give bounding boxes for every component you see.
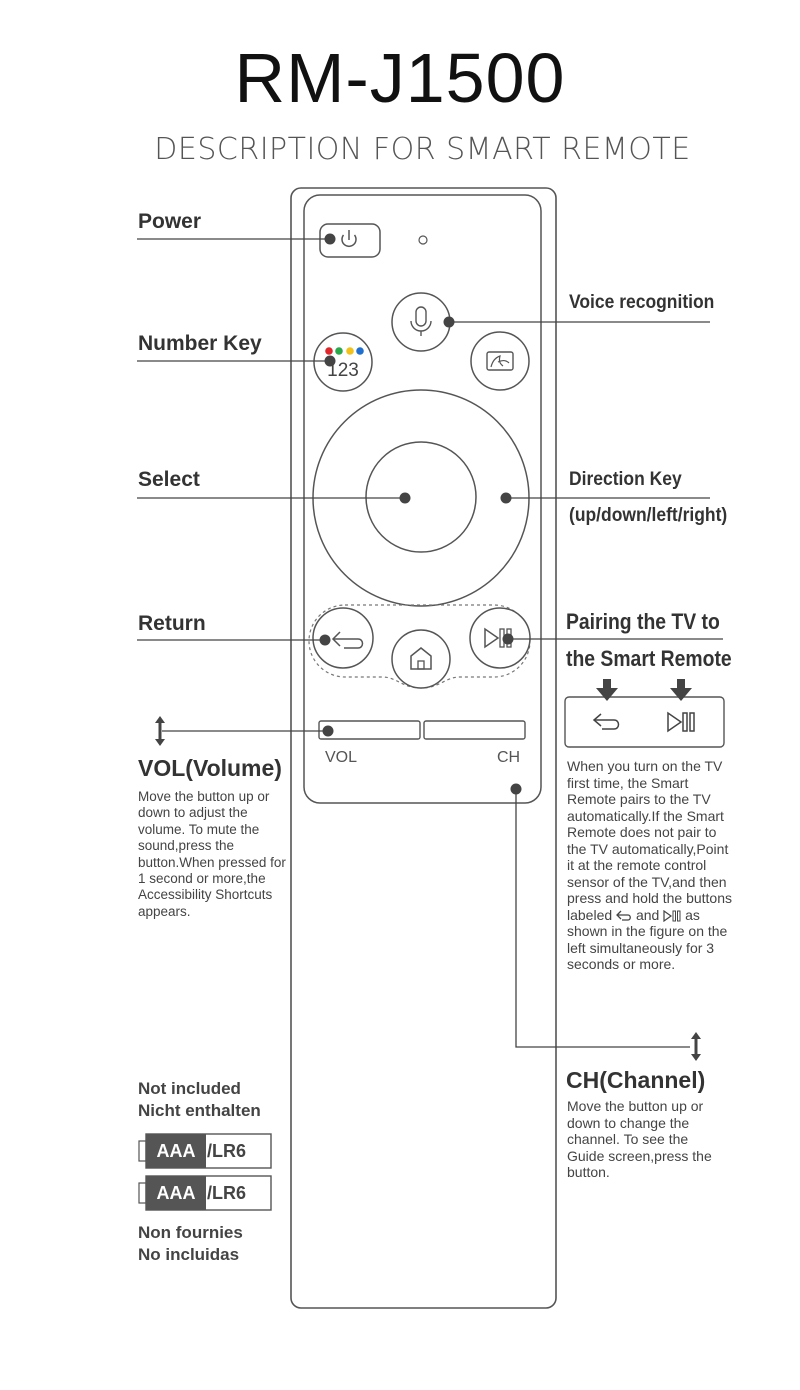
number-key-glyph: 123 <box>327 360 359 381</box>
pairing-text-before: When you turn on the TV first time, the … <box>567 758 733 923</box>
ambient-icon <box>486 351 514 371</box>
color-dot-green <box>335 347 343 355</box>
callout-lines <box>137 238 723 1048</box>
channel-description: Move the button up or down to change the… <box>567 1098 712 1181</box>
home-icon <box>410 647 432 670</box>
ambient-button[interactable] <box>470 331 530 391</box>
battery-no-incluidas: No incluidas <box>138 1245 240 1264</box>
battery-type-1: AAA <box>156 1141 196 1161</box>
channel-heading: CH(Channel) <box>566 1067 706 1093</box>
battery-icon-1 <box>138 1133 272 1169</box>
color-dot-blue <box>356 347 364 355</box>
battery-type-2: AAA <box>156 1183 196 1203</box>
channel-rocker[interactable] <box>423 720 526 740</box>
callout-dots <box>319 233 522 795</box>
power-button[interactable] <box>319 223 381 258</box>
channel-double-arrow-icon <box>691 1032 701 1061</box>
volume-heading: VOL(Volume) <box>138 755 282 781</box>
ch-label: CH <box>497 749 521 766</box>
voice-button[interactable] <box>391 292 451 352</box>
remote-body-inner <box>303 194 542 804</box>
volume-double-arrow-icon <box>155 716 165 746</box>
select-button[interactable] <box>365 441 477 553</box>
pairing-text-and: and <box>635 906 660 923</box>
power-label: Power <box>138 210 202 233</box>
down-arrow-icon <box>596 679 692 701</box>
pairing-text-after: as shown in the figure on the left simul… <box>567 906 728 973</box>
play-pause-icon <box>663 909 681 922</box>
return-icon <box>331 631 364 649</box>
return-icon <box>616 910 631 921</box>
number-key-button[interactable]: 123 <box>313 332 373 392</box>
home-button[interactable] <box>391 629 451 689</box>
battery-non-fournies: Non fournies <box>138 1223 243 1242</box>
color-dot-yellow <box>346 347 354 355</box>
remote-body-outer <box>290 187 557 1309</box>
vol-label: VOL <box>325 749 358 766</box>
pairing-description: When you turn on the TV first time, the … <box>567 758 732 973</box>
pairing-label-line2: the Smart Remote <box>566 646 732 671</box>
battery-icon-2 <box>138 1175 272 1211</box>
page-title: RM-J1500 <box>234 39 566 117</box>
direction-key-sublabel: (up/down/left/right) <box>569 505 728 526</box>
volume-rocker[interactable] <box>318 720 421 740</box>
page-subtitle: DESCRIPTION FOR SMART REMOTE <box>154 132 691 167</box>
microphone-icon <box>410 306 432 336</box>
return-label: Return <box>138 612 206 635</box>
battery-not-included: Not included <box>138 1079 241 1098</box>
return-button[interactable] <box>312 607 374 669</box>
led-indicator <box>418 235 428 245</box>
volume-description: Move the button up or down to adjust the… <box>138 789 286 919</box>
power-icon <box>341 230 357 248</box>
battery-suffix-2: /LR6 <box>207 1183 247 1203</box>
select-label: Select <box>138 468 200 491</box>
battery-suffix-1: /LR6 <box>207 1141 247 1161</box>
pairing-diagram <box>564 679 725 748</box>
pairing-label-line1: Pairing the TV to <box>566 609 720 634</box>
play-pause-button[interactable] <box>469 607 531 669</box>
return-icon <box>592 713 620 730</box>
play-pause-icon <box>667 711 695 733</box>
direction-key-label: Direction Key <box>569 469 682 490</box>
color-dot-red <box>325 347 333 355</box>
voice-recognition-label: Voice recognition <box>569 292 715 313</box>
battery-nicht-enthalten: Nicht enthalten <box>138 1101 261 1120</box>
number-key-label: Number Key <box>138 332 262 355</box>
